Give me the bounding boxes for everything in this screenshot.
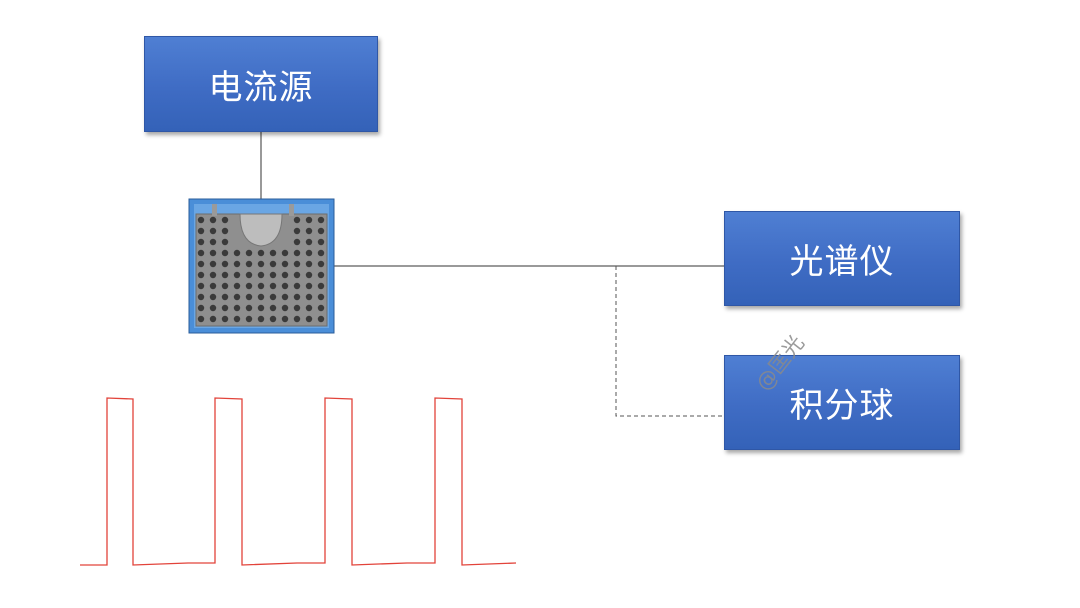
integrating-sphere-label: 积分球 bbox=[789, 386, 895, 426]
spectrometer-label: 光谱仪 bbox=[789, 242, 895, 282]
pulse-waveform bbox=[80, 397, 517, 566]
current-source-block: 电流源 bbox=[144, 36, 378, 132]
integrating-sphere-block: 积分球 bbox=[724, 355, 960, 450]
spectrometer-block: 光谱仪 bbox=[724, 211, 960, 306]
connector-dashed-sphere bbox=[615, 266, 724, 417]
current-source-label: 电流源 bbox=[208, 67, 314, 108]
led-device-icon bbox=[188, 198, 335, 334]
